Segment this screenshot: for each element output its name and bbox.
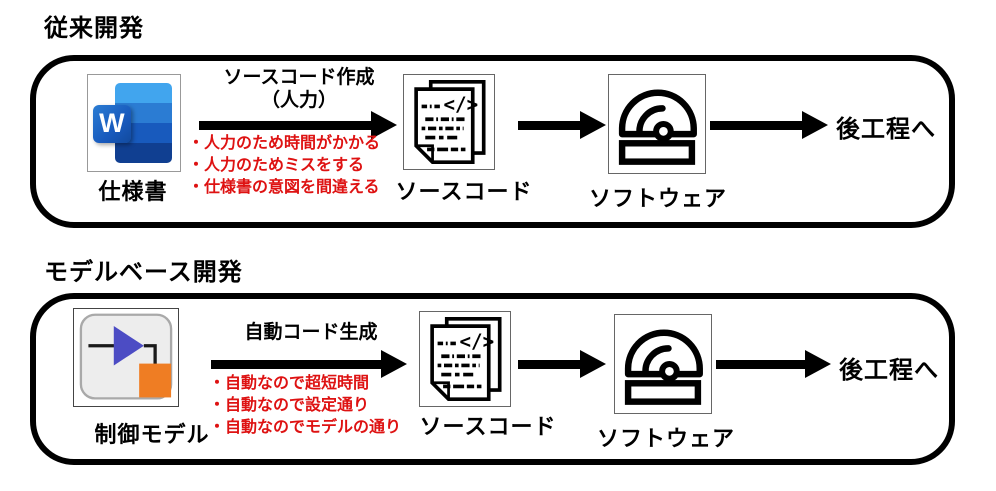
output-arrow <box>716 350 831 378</box>
traditional-development-panel: W 仕様書 ソースコード作成 （人力） ・人力のため時間がかかる ・人力のためミ… <box>30 55 955 228</box>
section-title-model-based: モデルベース開発 <box>44 259 243 286</box>
software-label: ソフトウェア <box>596 426 735 451</box>
arrow-shaft <box>716 359 805 369</box>
source-code-label: ソースコード <box>419 414 557 439</box>
process-arrow-label: ソースコード作成 （人力） <box>194 66 404 112</box>
word-letter-badge: W <box>92 104 132 144</box>
model-based-development-panel: 制御モデル 自動コード生成 ・自動なので超短時間 ・自動なので設定通り ・自動な… <box>30 293 955 465</box>
arrow-head-icon <box>802 111 828 139</box>
arrow-head-icon <box>580 350 606 378</box>
arrow-head-icon <box>371 111 397 139</box>
arrow-shaft <box>518 120 580 130</box>
arrow-shaft <box>211 359 381 369</box>
note-item: ・自動なので超短時間 <box>209 375 370 392</box>
note-item: ・自動なので設定通り <box>209 397 370 414</box>
block-square-orange <box>139 363 172 398</box>
drawback-notes: ・人力のため時間がかかる ・人力のためミスをする ・仕様書の意図を間違える <box>188 133 380 199</box>
gain-block-triangle <box>113 326 144 366</box>
note-item: ・人力のため時間がかかる <box>188 135 381 152</box>
word-document-icon: W <box>87 74 181 172</box>
control-model-block-icon <box>79 313 173 400</box>
software-disc-box-icon <box>624 329 703 405</box>
source-code-icon: </> <box>419 311 511 407</box>
output-label: 後工程へ <box>839 357 939 384</box>
control-model-label: 制御モデル <box>94 422 210 447</box>
spec-label: 仕様書 <box>98 179 168 204</box>
source-code-pages-icon: </> <box>430 317 502 401</box>
process-label-line1: 自動コード生成 <box>244 322 378 343</box>
output-label: 後工程へ <box>836 116 936 143</box>
flow-arrow <box>518 350 606 378</box>
arrow-shaft <box>518 359 580 369</box>
code-glyph-text: </> <box>460 330 495 353</box>
note-item: ・自動なのでモデルの通り <box>209 419 402 436</box>
note-item: ・人力のためミスをする <box>188 157 365 174</box>
source-code-icon: </> <box>403 74 495 170</box>
process-arrow-label: 自動コード生成 <box>206 321 416 344</box>
software-label: ソフトウェア <box>588 186 727 211</box>
process-label-line2: （人力） <box>260 90 337 111</box>
arrow-head-icon <box>580 111 606 139</box>
section-title-traditional: 従来開発 <box>44 15 144 42</box>
arrow-shaft <box>199 120 371 130</box>
process-arrow <box>199 111 397 139</box>
process-label-line1: ソースコード作成 <box>223 67 375 88</box>
source-code-pages-icon: </> <box>414 80 486 164</box>
simulink-model-icon <box>73 308 179 407</box>
arrow-head-icon <box>381 350 407 378</box>
process-arrow <box>211 350 407 378</box>
note-item: ・仕様書の意図を間違える <box>188 179 380 196</box>
software-disc-box-icon <box>618 89 697 165</box>
flow-arrow <box>518 111 606 139</box>
output-arrow <box>710 111 828 139</box>
software-icon <box>608 74 706 174</box>
source-code-label: ソースコード <box>395 179 533 204</box>
code-glyph-text: </> <box>444 93 479 116</box>
arrow-shaft <box>710 120 802 130</box>
benefit-notes: ・自動なので超短時間 ・自動なので設定通り ・自動なのでモデルの通り <box>209 373 401 439</box>
arrow-head-icon <box>805 350 831 378</box>
software-icon <box>614 314 712 414</box>
